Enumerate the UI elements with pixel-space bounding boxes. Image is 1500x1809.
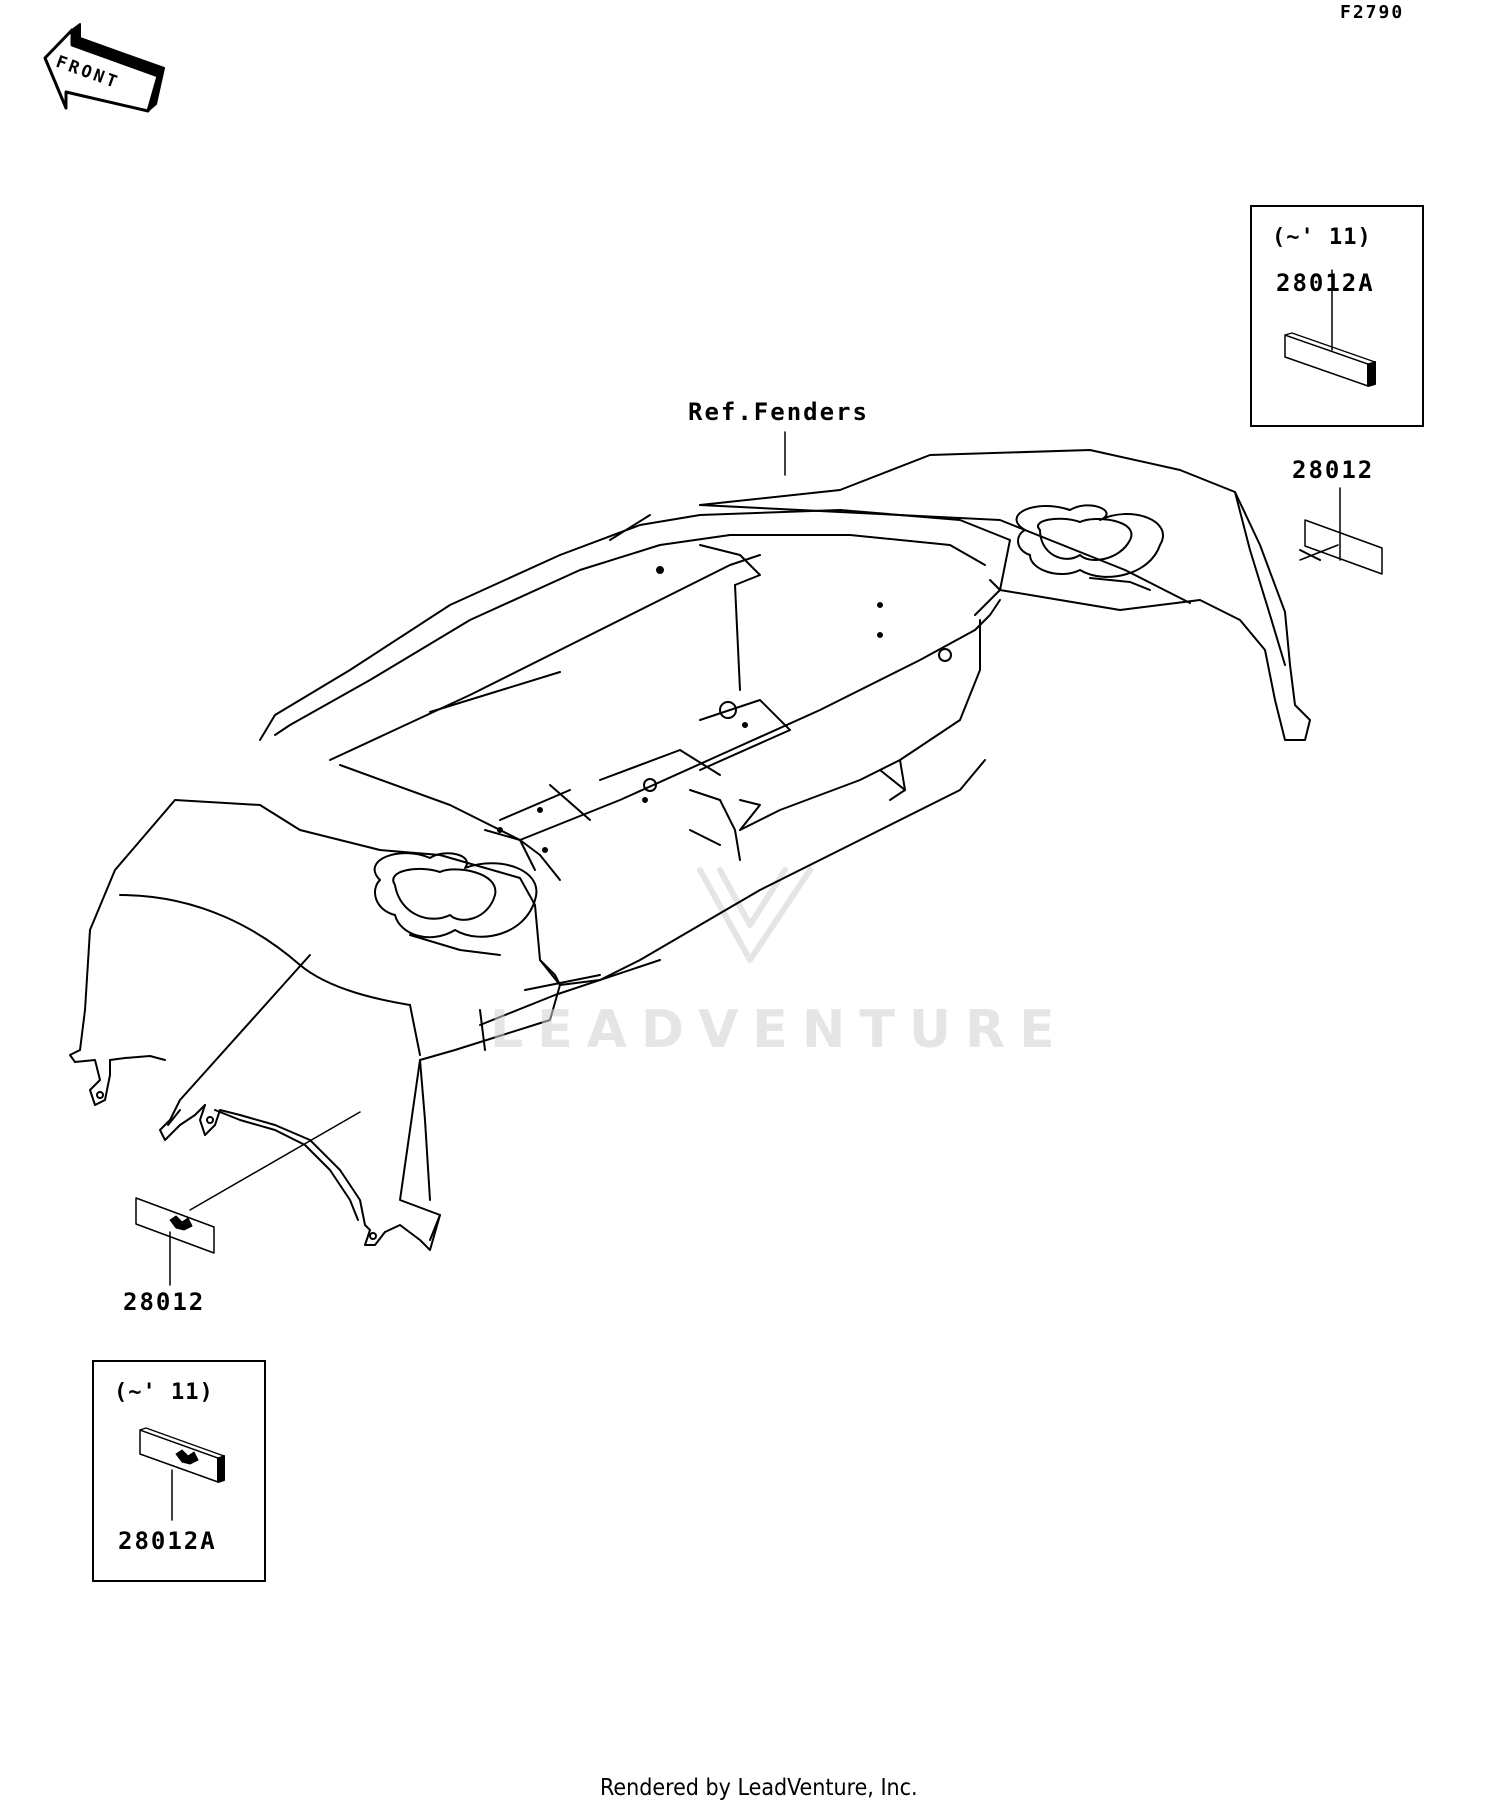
part-label-left: 28012 — [123, 1288, 206, 1316]
part-label-right: 28012 — [1292, 456, 1375, 484]
watermark-text: LEADVENTURE — [490, 1000, 1069, 1060]
inset-note-top-right: (~' 11) — [1272, 225, 1372, 250]
ref-fenders-label: Ref.Fenders — [688, 398, 869, 426]
inset-part-top-right: 28012A — [1276, 269, 1375, 297]
figure-code: F2790 — [1340, 2, 1405, 23]
watermark-logo-icon — [697, 867, 813, 963]
footer-credit: Rendered by LeadVenture, Inc. — [600, 1775, 918, 1801]
inset-box-top-right: (~' 11) 28012A — [1250, 205, 1424, 427]
front-arrow-icon — [43, 23, 165, 113]
inset-note-bottom-left: (~' 11) — [114, 1380, 214, 1405]
inset-box-bottom-left: (~' 11) 28012A — [92, 1360, 266, 1582]
inset-part-bottom-left: 28012A — [118, 1527, 217, 1555]
